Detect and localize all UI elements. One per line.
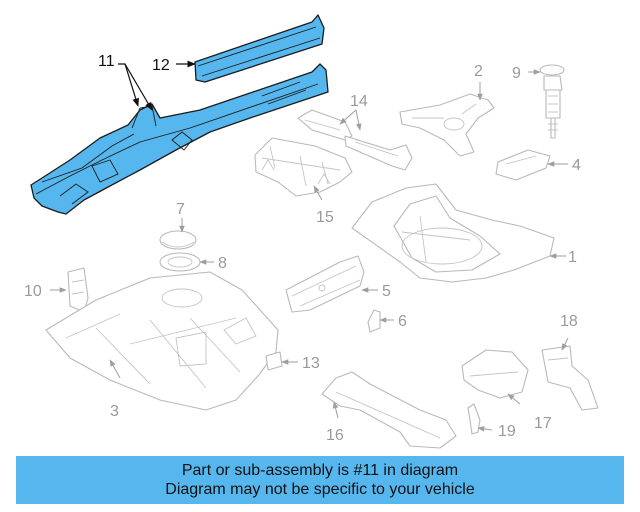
part-14-bracket[interactable] (297, 109, 413, 171)
callout-1[interactable]: 1 (568, 249, 577, 266)
banner-line-part-number: Part or sub-assembly is #11 in diagram (181, 462, 459, 479)
part-5-cross-channel[interactable] (285, 255, 365, 313)
callout-13[interactable]: 13 (302, 355, 320, 372)
part-9-jack[interactable] (539, 64, 565, 139)
callout-19[interactable]: 19 (498, 423, 516, 440)
part-7-plug-cap[interactable] (159, 230, 197, 250)
part-15-cross-member[interactable] (254, 137, 353, 197)
callout-8[interactable]: 8 (218, 255, 227, 272)
parts-diagram: 1 2 3 4 5 6 7 8 9 10 11 12 13 14 15 16 1… (24, 14, 599, 449)
part-6-clip[interactable] (367, 309, 381, 333)
callout-14[interactable]: 14 (350, 93, 368, 110)
part-17-shield[interactable] (461, 349, 529, 399)
part-16-bracket-rail[interactable] (321, 371, 457, 449)
callout-9[interactable]: 9 (512, 65, 521, 82)
part-11-rear-frame-rail[interactable] (30, 63, 329, 215)
part-10-bracket[interactable] (67, 267, 89, 313)
callout-17[interactable]: 17 (534, 415, 552, 432)
part-8-plug-grommet[interactable] (159, 252, 201, 272)
callout-18[interactable]: 18 (560, 313, 578, 330)
callout-2[interactable]: 2 (474, 63, 483, 80)
callout-6[interactable]: 6 (398, 313, 407, 330)
callout-7[interactable]: 7 (176, 201, 185, 218)
part-2-tri-bracket[interactable] (399, 93, 495, 157)
part-19-clip[interactable] (467, 403, 481, 435)
callout-numbers: 1 2 3 4 5 6 7 8 9 10 11 12 13 14 15 16 1… (24, 53, 581, 444)
callout-3[interactable]: 3 (110, 403, 119, 420)
part-12-rail-extension[interactable] (194, 14, 325, 83)
callout-11[interactable]: 11 (98, 53, 115, 70)
callout-4[interactable]: 4 (572, 157, 581, 174)
callout-5[interactable]: 5 (382, 283, 391, 300)
callout-16[interactable]: 16 (326, 427, 344, 444)
callout-15[interactable]: 15 (316, 209, 334, 226)
part-18-bracket[interactable] (541, 345, 599, 411)
part-13-plate[interactable] (265, 351, 283, 371)
part-info-banner: Part or sub-assembly is #11 in diagram D… (16, 456, 624, 504)
part-1-spare-wheel-tub[interactable] (351, 183, 555, 283)
callout-12[interactable]: 12 (152, 57, 170, 74)
callout-10[interactable]: 10 (24, 283, 42, 300)
callout-leaders (50, 60, 569, 432)
banner-line-disclaimer: Diagram may not be specific to your vehi… (165, 481, 475, 498)
part-4-plate[interactable] (495, 149, 551, 181)
